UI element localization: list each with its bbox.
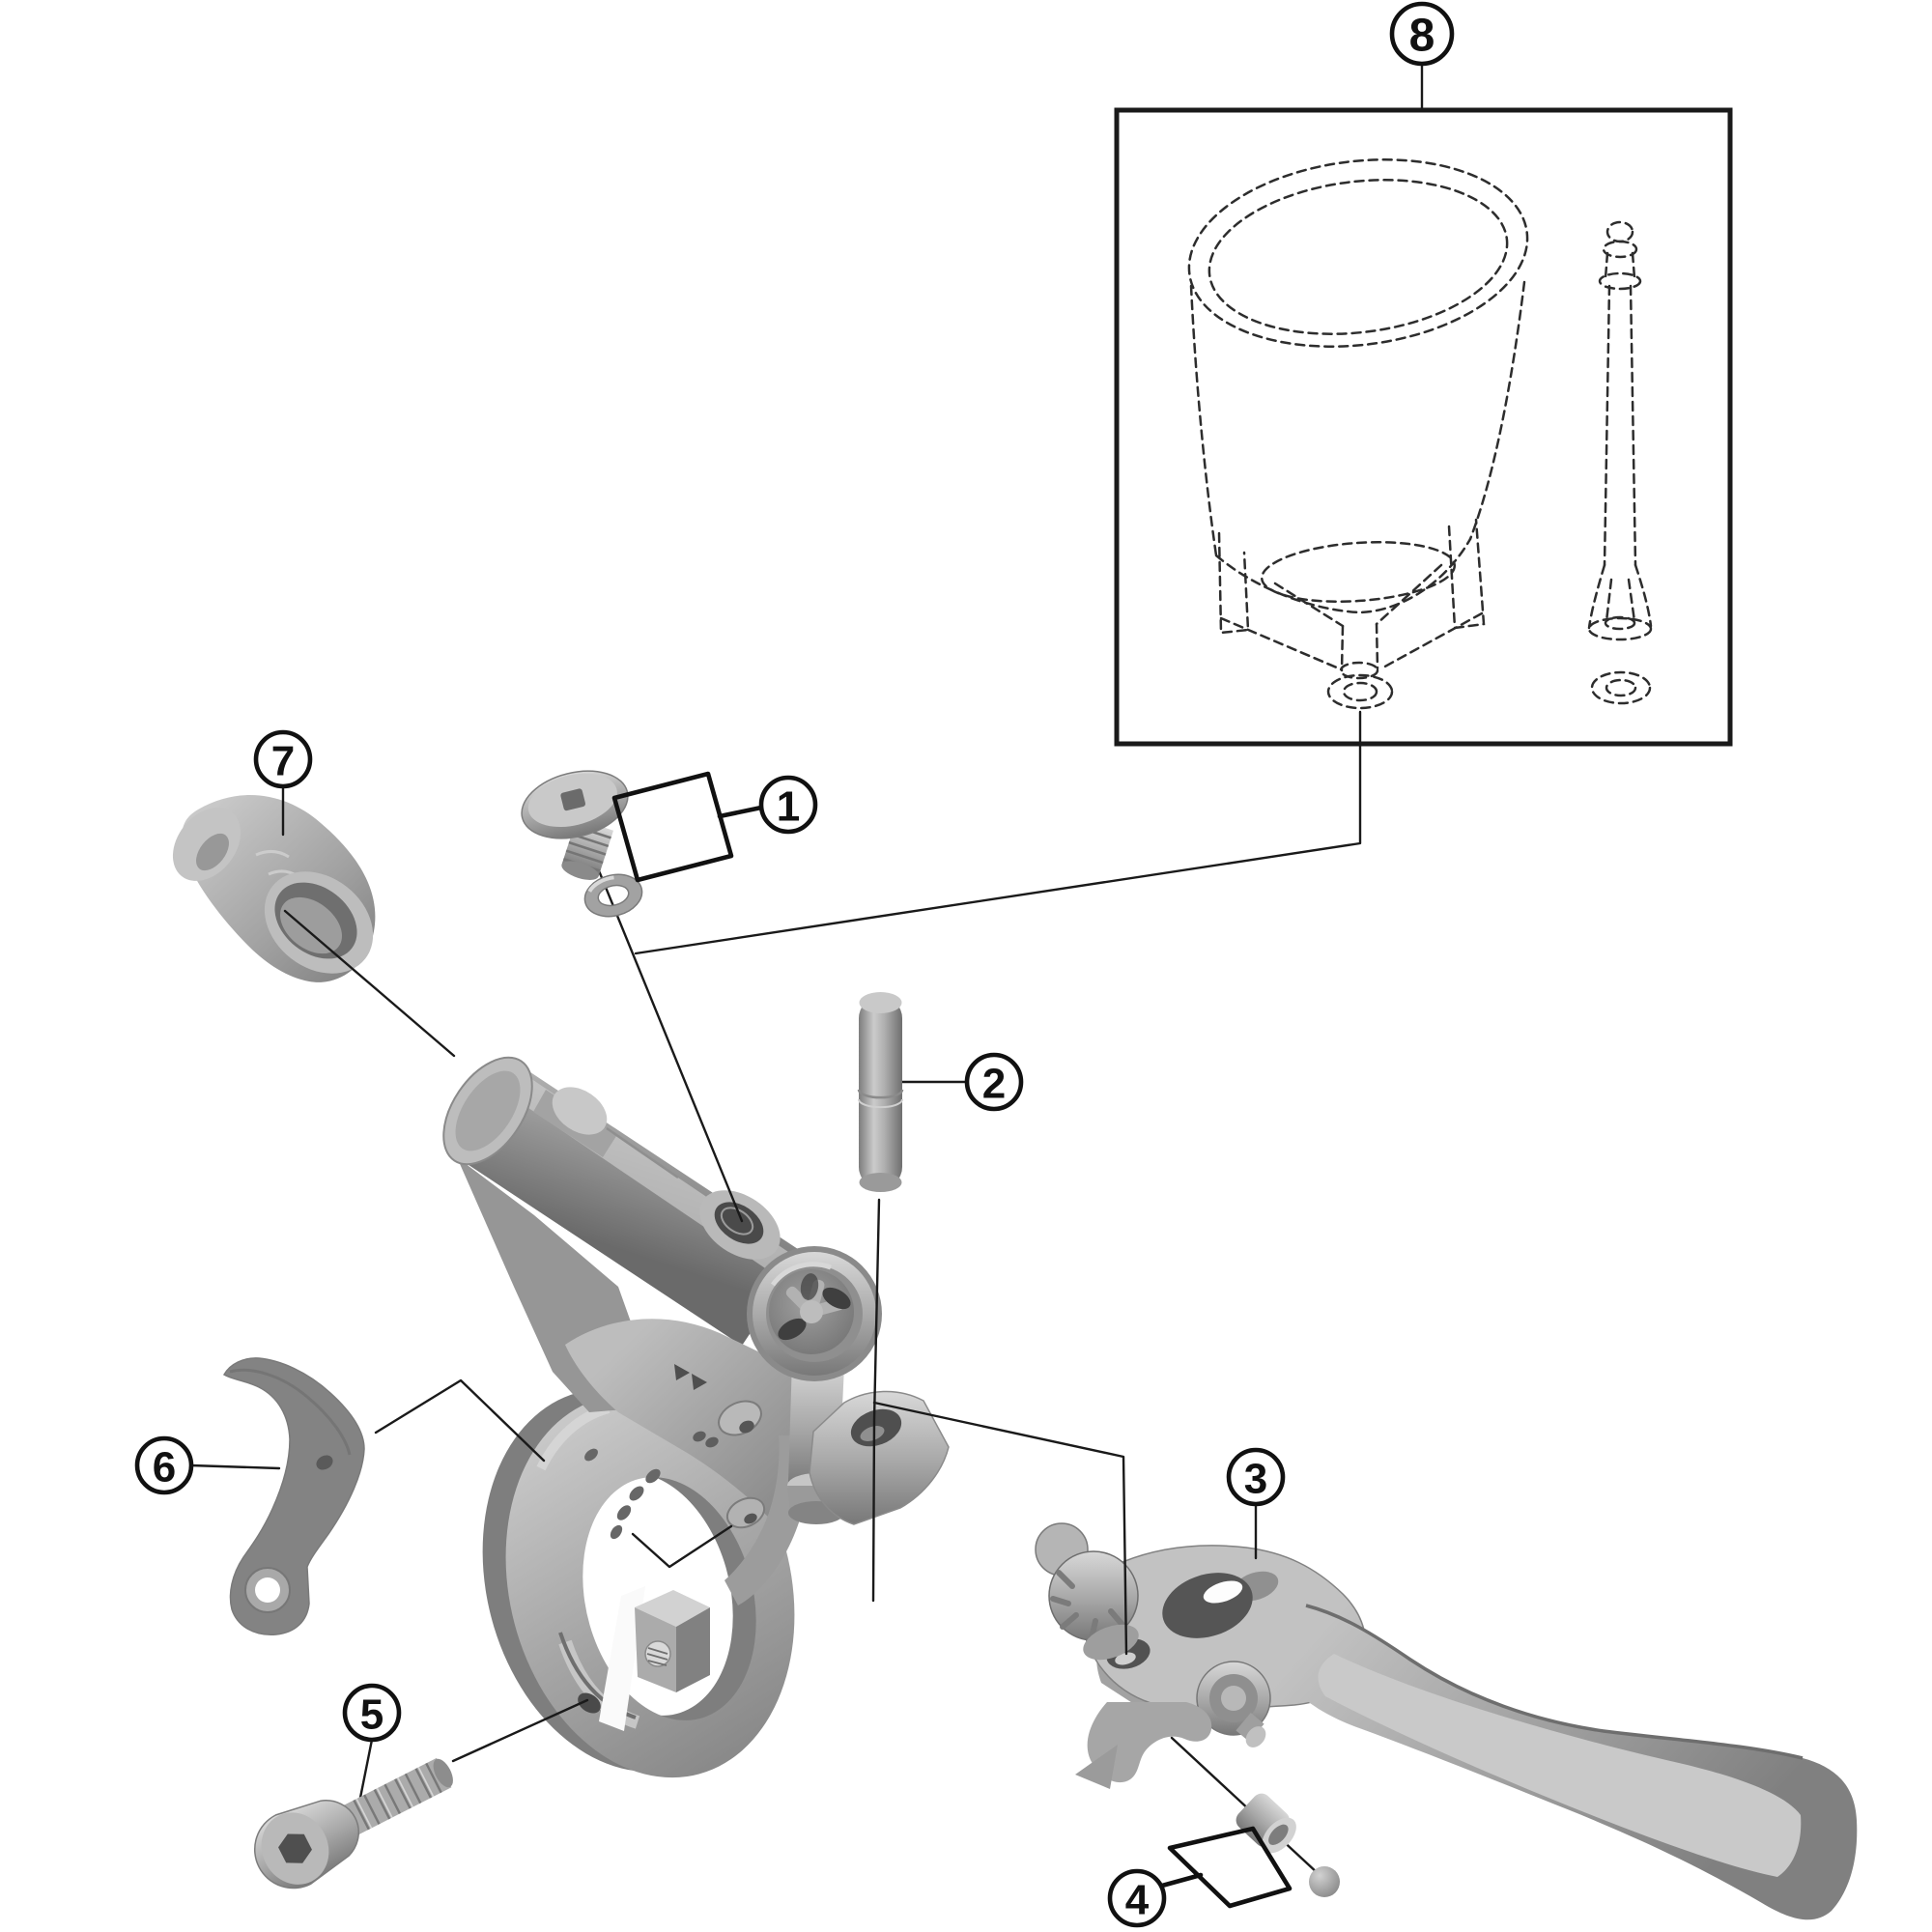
plunger-o-ring xyxy=(1590,670,1652,705)
leader-line-13 xyxy=(356,1738,374,1809)
band-tab-hole xyxy=(255,1577,280,1603)
leader-line-8 xyxy=(872,1401,1128,1656)
band-hex-hole xyxy=(316,1455,333,1470)
bolt-hex-socket xyxy=(278,1833,312,1863)
clamp-bolt xyxy=(254,1757,453,1889)
bleed-screw-o-ring xyxy=(583,873,643,918)
funnel-plunger xyxy=(1587,220,1653,705)
callout-6: 6 xyxy=(134,1435,194,1495)
diaphragm-boss xyxy=(747,1246,882,1381)
leader-line-5 xyxy=(634,710,1362,955)
bracket-line-2 xyxy=(717,805,764,819)
callouts: 1 2 3 4 5 6 7 8 xyxy=(134,1,1455,1928)
clamp-ring-perforations xyxy=(584,1448,661,1540)
clamp-band-shim xyxy=(223,1357,365,1635)
callout-number-5: 5 xyxy=(360,1691,384,1739)
pivot-pin xyxy=(857,992,904,1192)
parts-box-8 xyxy=(1114,107,1733,747)
pin-flange xyxy=(809,1390,950,1525)
master-cylinder-body xyxy=(442,1056,950,1778)
callout-circle-8 xyxy=(1389,1,1455,67)
clamp-bolt-hole xyxy=(578,1692,601,1714)
bleed-screw xyxy=(521,770,629,880)
lever-cam-boss xyxy=(1196,1661,1271,1747)
callout-circle-7 xyxy=(253,729,313,789)
clamp-bolt-lug xyxy=(635,1590,710,1692)
lever-spike-tab xyxy=(1075,1745,1118,1789)
lever-blade xyxy=(1276,1604,1858,1920)
funnel-o-ring xyxy=(1326,673,1394,710)
callout-2: 2 xyxy=(964,1052,1024,1112)
callout-number-4: 4 xyxy=(1125,1877,1150,1924)
callout-number-6: 6 xyxy=(153,1444,176,1492)
callout-circle-2 xyxy=(964,1052,1024,1112)
callout-circle-3 xyxy=(1226,1447,1286,1507)
cylinder-barrel xyxy=(442,1056,804,1346)
boot-cover xyxy=(172,795,376,982)
callout-circle-5 xyxy=(342,1683,402,1743)
callout-3: 3 xyxy=(1226,1447,1286,1507)
bleed-funnel xyxy=(1187,158,1529,710)
leader-line-3 xyxy=(283,909,456,1058)
body-face-details xyxy=(674,1364,766,1529)
callout-number-2: 2 xyxy=(982,1061,1006,1108)
callout-1: 1 xyxy=(758,775,818,835)
brake-lever-assembly xyxy=(1035,1522,1858,1920)
bracket-lines xyxy=(611,771,1293,1909)
callout-number-3: 3 xyxy=(1244,1456,1267,1503)
callout-8: 8 xyxy=(1389,1,1455,67)
leader-line-10 xyxy=(189,1463,281,1470)
bracket-line-1 xyxy=(611,771,734,883)
kit-box-outline xyxy=(1114,107,1733,747)
callout-5: 5 xyxy=(342,1683,402,1743)
bracket-line-3 xyxy=(1167,1826,1293,1909)
reach-adjust-knob xyxy=(1035,1522,1139,1661)
handlebar-clamp-ring xyxy=(482,1388,795,1778)
callout-number-1: 1 xyxy=(777,783,800,831)
callout-circle-4 xyxy=(1107,1868,1167,1928)
leader-line-11 xyxy=(374,1378,546,1463)
leader-line-12 xyxy=(631,1524,733,1569)
pivot-ball xyxy=(1309,1866,1340,1897)
callout-number-7: 7 xyxy=(271,738,295,785)
clamp-slot-gap xyxy=(599,1586,645,1731)
lug-threaded-hole xyxy=(644,1640,671,1667)
leader-line-15 xyxy=(1170,1736,1321,1876)
screw-recess xyxy=(560,788,586,811)
pivot-bushing xyxy=(1236,1793,1296,1854)
bleed-port xyxy=(699,1190,781,1260)
callout-number-8: 8 xyxy=(1409,11,1435,62)
leader-line-14 xyxy=(451,1698,589,1763)
leader-line-7 xyxy=(871,1198,881,1603)
callout-7: 7 xyxy=(253,729,313,789)
lever-hook xyxy=(1087,1702,1212,1783)
callout-4: 4 xyxy=(1107,1868,1167,1928)
bracket-line-4 xyxy=(1159,1872,1204,1889)
body-face-plate xyxy=(565,1319,821,1536)
callout-circle-1 xyxy=(758,775,818,835)
callout-circle-6 xyxy=(134,1435,194,1495)
